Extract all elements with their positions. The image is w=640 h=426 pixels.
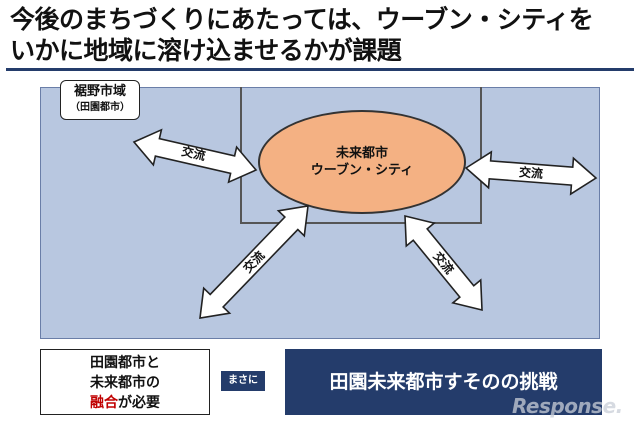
masani-tag: まさに bbox=[221, 371, 265, 391]
region-subtitle: （田園都市） bbox=[70, 102, 130, 113]
exchange-arrow-left: 交流 bbox=[132, 128, 258, 184]
note-line-1: 田園都市と bbox=[90, 355, 160, 371]
fusion-note-box: 田園都市と 未来都市の 融合が必要 bbox=[40, 349, 210, 415]
region-label: 裾野市域 （田園都市） bbox=[60, 80, 140, 120]
response-watermark: Response. bbox=[512, 394, 623, 418]
note-accent: 融合 bbox=[90, 395, 118, 411]
district-boundary-bottom bbox=[240, 222, 482, 224]
city-name-line-1: 未来都市 bbox=[335, 146, 388, 161]
region-name: 裾野市域 bbox=[73, 84, 126, 99]
district-boundary-right bbox=[480, 87, 482, 224]
susono-region-area bbox=[40, 87, 600, 339]
title-line-2: いかに地域に溶け込ませるかが課題 bbox=[10, 36, 402, 65]
exchange-arrow-lower-left: 交流 bbox=[199, 205, 309, 319]
exchange-label: 交流 bbox=[518, 164, 543, 181]
page-title: 今後のまちづくりにあたっては、ウーブン・シティを いかに地域に溶け込ませるかが課… bbox=[10, 4, 635, 66]
title-line-1: 今後のまちづくりにあたっては、ウーブン・シティを bbox=[10, 5, 594, 34]
challenge-banner: 田園未来都市すそのの挑戦 bbox=[285, 349, 602, 415]
city-name-line-2: ウーブン・シティ bbox=[310, 163, 414, 178]
exchange-arrow-right: 交流 bbox=[464, 150, 598, 196]
woven-city-ellipse: 未来都市 ウーブン・シティ bbox=[258, 110, 466, 214]
note-suffix: が必要 bbox=[118, 395, 160, 411]
note-line-2: 未来都市の bbox=[90, 375, 160, 391]
note-line-3: 融合が必要 bbox=[41, 393, 209, 413]
exchange-arrow-lower-right: 交流 bbox=[404, 214, 483, 312]
title-underline bbox=[6, 68, 634, 71]
exchange-label: 交流 bbox=[180, 143, 207, 163]
